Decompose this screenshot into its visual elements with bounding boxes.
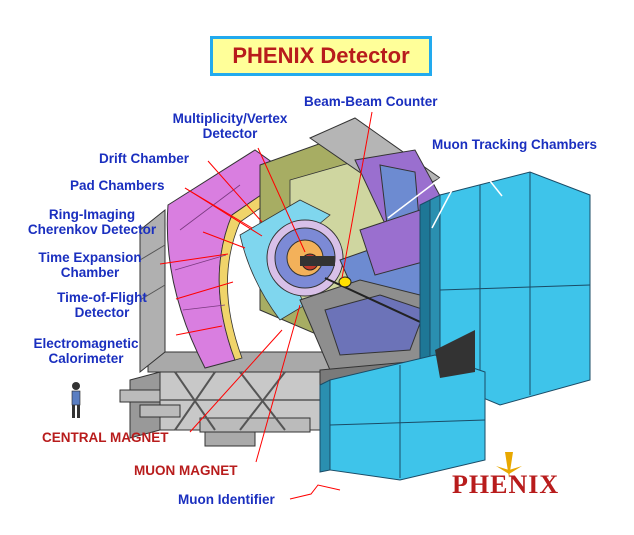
label-muon-identifier: Muon Identifier [178,492,275,507]
label-tec: Time Expansion Chamber [20,250,160,280]
label-rich: Ring-Imaging Cherenkov Detector [12,207,172,237]
title-box: PHENIX Detector [210,36,432,76]
muon-tracking-leaders [387,155,503,229]
label-tof-line1: Time-of-Flight [57,290,147,305]
label-tec-line2: Chamber [60,265,120,280]
diagram-title: PHENIX Detector [232,43,410,68]
label-pad-chambers: Pad Chambers [70,178,165,193]
label-muon-tracking-chambers: Muon Tracking Chambers [432,137,598,152]
label-tec-line1: Time Expansion [38,250,142,265]
label-tof: Time-of-Flight Detector [32,290,172,320]
label-central-magnet: CENTRAL MAGNET [42,430,169,445]
leader-lines [159,111,373,500]
central-arm-inner [239,199,344,321]
label-tof-line2: Detector [74,305,130,320]
label-multiplicity-vertex-line2: Detector [202,126,258,141]
label-emcal-line2: Calorimeter [48,351,124,366]
label-muon-magnet: MUON MAGNET [134,463,238,478]
label-emcal: Electromagnetic Calorimeter [16,336,156,366]
label-multiplicity-vertex: Multiplicity/Vertex Detector [162,111,298,141]
label-emcal-line1: Electromagnetic [33,336,139,351]
label-beam-beam-counter: Beam-Beam Counter [304,94,438,109]
muon-identifier-north [419,171,591,406]
label-multiplicity-vertex-line1: Multiplicity/Vertex [172,111,288,126]
muon-identifier-south [319,354,486,481]
phenix-logo-flare [496,452,522,478]
support-frame [119,208,331,447]
phenix-logo: PHENIX [452,470,560,499]
label-drift-chamber: Drift Chamber [99,151,190,166]
human-scale-figure [71,382,81,418]
label-rich-line2: Cherenkov Detector [27,222,157,237]
label-rich-line1: Ring-Imaging [48,207,136,222]
